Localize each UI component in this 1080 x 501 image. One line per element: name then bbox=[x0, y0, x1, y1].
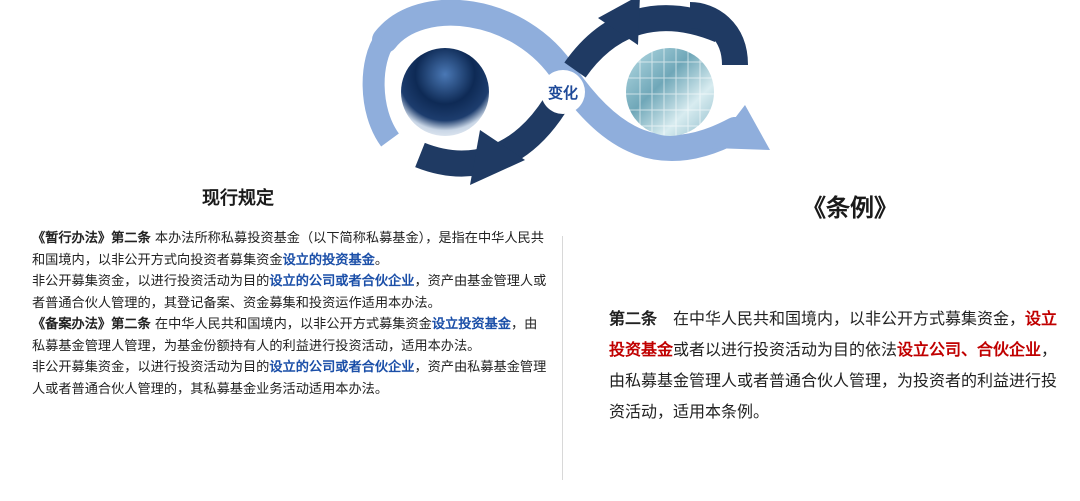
paragraph-text: 在中华人民共和国境内，以非公开方式募集资金， bbox=[657, 309, 1026, 328]
highlight-text: 设立的公司或者合伙企业 bbox=[269, 360, 415, 375]
rule-paragraph-2: 非公开募集资金，以进行投资活动为目的设立的公司或者合伙企业，资产由基金管理人或者… bbox=[32, 271, 548, 314]
highlight-text: 设立的投资基金 bbox=[282, 252, 375, 268]
paragraph-text: ，由私募基金管理人或者普通合伙人管理，为投资者的利益进行投资活动，适用本条例。 bbox=[609, 340, 1058, 421]
paragraph-text: 非公开募集资金，以进行投资活动为目的 bbox=[32, 274, 270, 289]
highlight-text: 设立公司、合伙企业 bbox=[897, 340, 1042, 359]
paragraph-text: ，资产由基金管理人或者普通合伙人管理的，其登记备案、资金募集和投资运作适用本办法… bbox=[32, 274, 547, 311]
paragraph-text: 在中华人民共和国境内，以非公开方式募集资金 bbox=[150, 317, 432, 332]
paragraph-text: 或者以进行投资活动为目的依法 bbox=[673, 340, 898, 359]
article-ref: 《备案办法》第二条 bbox=[32, 317, 151, 332]
light-left-arc bbox=[362, 33, 400, 147]
change-label: 变化 bbox=[547, 84, 578, 102]
dark-arrow-head-bottom bbox=[470, 130, 525, 185]
article-ref: 第二条 bbox=[609, 309, 658, 328]
paragraph-text: ，由私募基金管理人管理，为基金份额持有人的利益进行投资活动，适用本办法。 bbox=[32, 317, 538, 354]
regulation-paragraph: 第二条 在中华人民共和国境内，以非公开方式募集资金，设立投资基金或者以进行投资活… bbox=[609, 303, 1059, 427]
dark-right-arc bbox=[689, 2, 748, 66]
column-divider bbox=[562, 236, 563, 480]
rule-paragraph-3: 《备案办法》第二条 在中华人民共和国境内，以非公开方式募集资金设立投资基金，由私… bbox=[32, 314, 548, 357]
paragraph-text: 非公开募集资金，以进行投资活动为目的 bbox=[32, 360, 270, 375]
rule-paragraph-4: 非公开募集资金，以进行投资活动为目的设立的公司或者合伙企业，资产由私募基金管理人… bbox=[32, 357, 548, 400]
earth-image bbox=[401, 48, 489, 136]
paragraph-text: 本办法所称私募投资基金（以下简称私募基金），是指在中华人民共和国境内，以非公开方… bbox=[32, 231, 544, 268]
rule-paragraph-1: 《暂行办法》第二条 本办法所称私募投资基金（以下简称私募基金），是指在中华人民共… bbox=[32, 228, 548, 271]
highlight-text: 设立投资基金 bbox=[431, 317, 511, 332]
building-image bbox=[626, 48, 714, 136]
right-section-title: 《条例》 bbox=[802, 194, 898, 222]
paragraph-text: 。 bbox=[374, 252, 389, 268]
current-rules-text: 《暂行办法》第二条 本办法所称私募投资基金（以下简称私募基金），是指在中华人民共… bbox=[32, 228, 548, 400]
left-section-title: 现行规定 bbox=[202, 188, 274, 209]
dark-arrow-head-top bbox=[598, 0, 640, 45]
highlight-text: 设立投资基金 bbox=[609, 309, 1058, 359]
paragraph-text: ，资产由私募基金管理人或者普通合伙人管理的，其私募基金业务活动适用本办法。 bbox=[32, 360, 547, 397]
change-cycle-graphic bbox=[362, 0, 770, 185]
regulation-text: 第二条 在中华人民共和国境内，以非公开方式募集资金，设立投资基金或者以进行投资活… bbox=[609, 303, 1059, 427]
center-label-bg bbox=[541, 70, 585, 114]
article-ref: 《暂行办法》第二条 bbox=[32, 231, 151, 246]
light-arrow-head bbox=[712, 105, 770, 150]
highlight-text: 设立的公司或者合伙企业 bbox=[269, 274, 415, 289]
